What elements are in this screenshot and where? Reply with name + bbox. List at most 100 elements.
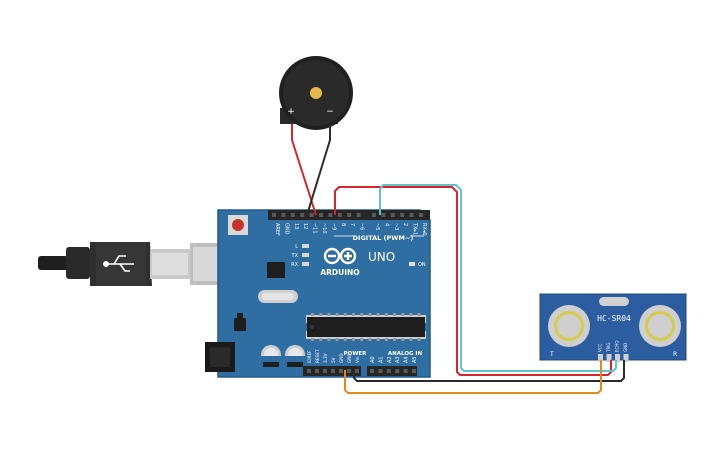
digital-pin-hole[interactable] — [356, 213, 361, 217]
sensor-pin-label: VCC — [598, 343, 603, 352]
analog-header — [367, 366, 417, 376]
board-model-label: UNO — [368, 250, 395, 264]
digital-pin-hole[interactable] — [300, 213, 305, 217]
power-pin-hole[interactable] — [323, 369, 327, 373]
analog-pin-label: A1 — [378, 356, 384, 363]
wire-echo[interactable] — [379, 184, 617, 372]
power-pin-hole[interactable] — [339, 369, 343, 373]
wires — [291, 124, 625, 394]
led-tx — [302, 253, 309, 257]
buzzer-center — [310, 87, 322, 99]
led-label: RX — [291, 262, 298, 268]
digital-pin-hole[interactable] — [372, 213, 376, 217]
sensor-pin[interactable] — [606, 354, 612, 362]
power-pin-hole[interactable] — [315, 369, 319, 373]
digital-pin-hole[interactable] — [272, 213, 276, 217]
analog-pin-hole[interactable] — [412, 369, 416, 373]
power-pin-label: IOREF — [307, 350, 312, 363]
digital-pin-hole[interactable] — [328, 213, 333, 217]
digital-pin-hole[interactable] — [281, 213, 286, 217]
power-pin-label: 5V — [331, 357, 336, 363]
digital-pin-label: ~11 — [312, 223, 318, 234]
digital-pin-hole[interactable] — [390, 213, 395, 217]
power-pin-hole[interactable] — [307, 369, 311, 373]
voltage-regulator — [234, 318, 246, 331]
arduino-logo — [323, 247, 357, 265]
digital-pin-label: 4 — [383, 223, 389, 226]
led-label: TX — [291, 253, 299, 259]
digital-pin-label: AREF — [274, 223, 280, 236]
power-label: POWER — [344, 351, 368, 357]
digital-pin-hole[interactable] — [419, 213, 423, 217]
digital-pin-hole[interactable] — [400, 213, 405, 217]
wire-buzzer-plus[interactable] — [291, 124, 317, 216]
digital-pin-hole[interactable] — [337, 213, 342, 217]
sensor-pin[interactable] — [598, 354, 603, 362]
digital-pin-label: ~6 — [359, 223, 365, 230]
on-led — [409, 262, 415, 266]
sensor-pin-label: ECHO — [615, 341, 620, 352]
digital-pin-hole[interactable] — [290, 213, 295, 217]
digital-pin-label: ~5 — [374, 223, 380, 230]
sensor-pin-label: GND — [623, 343, 628, 352]
analog-pin-hole[interactable] — [378, 369, 383, 373]
wire-trig[interactable] — [334, 186, 612, 376]
digital-pin-hole[interactable] — [409, 213, 414, 217]
sensor-pin-label: TRIG — [606, 342, 611, 353]
digital-pin-label: 12 — [302, 223, 308, 229]
digital-pin-hole[interactable] — [381, 213, 386, 217]
analog-pin-label: A0 — [370, 356, 376, 363]
wire-buzzer-minus[interactable] — [306, 124, 331, 216]
digital-pin-hole[interactable] — [347, 213, 352, 217]
transmitter-transducer — [548, 305, 590, 347]
buzzer-plus-label: + — [287, 107, 295, 117]
arduino-logo-text: ARDUINO — [320, 268, 359, 277]
sensor-name-label: HC-SR04 — [597, 314, 631, 323]
sensor-pin[interactable] — [623, 354, 629, 362]
analog-pin-hole[interactable] — [403, 369, 408, 373]
analog-pin-hole[interactable] — [395, 369, 400, 373]
power-pin-label: 3.3V — [323, 353, 328, 363]
piezo-buzzer[interactable]: + − — [279, 56, 353, 130]
digital-pin-hole[interactable] — [319, 213, 323, 217]
power-pin-hole[interactable] — [331, 369, 335, 373]
power-pin-label: RESET — [315, 349, 320, 363]
digital-pin-hole[interactable] — [309, 213, 314, 217]
atmega-chip — [306, 315, 426, 339]
buzzer-minus-label: − — [326, 107, 334, 117]
wire-vcc[interactable] — [344, 360, 602, 394]
analog-pin-label: A4 — [404, 356, 410, 363]
analog-pin-hole[interactable] — [370, 369, 374, 373]
analog-pin-label: A2 — [387, 356, 393, 363]
usb-cable[interactable] — [38, 242, 224, 286]
sensor-pins — [598, 354, 629, 362]
digital-pin-label: 7 — [349, 223, 355, 226]
wire-gnd[interactable] — [353, 360, 625, 382]
receiver-transducer — [639, 305, 681, 347]
digital-pin-label: 8 — [340, 223, 346, 226]
digital-pin-label: ~9 — [330, 223, 336, 230]
usb-icon — [103, 255, 134, 272]
analog-pin-hole[interactable] — [386, 369, 391, 373]
sensor-crystal — [599, 297, 629, 306]
sensor-pin[interactable] — [615, 354, 620, 362]
power-pin-label: Vin — [355, 356, 360, 363]
analog-pin-label: A5 — [412, 356, 418, 363]
power-pin-hole[interactable] — [355, 369, 359, 373]
power-pin-label: GND — [339, 353, 344, 363]
led-rx — [302, 262, 309, 266]
usb-chip — [267, 262, 285, 278]
power-pin-label: GND — [347, 353, 352, 363]
power-pin-hole[interactable] — [347, 369, 351, 373]
digital-header-label: DIGITAL (PWM~) — [353, 234, 414, 242]
digital-pin-label: ~3 — [393, 223, 399, 230]
digital-pin-label: ~10 — [321, 223, 327, 234]
digital-pin-label: TX▸1 — [412, 222, 418, 235]
